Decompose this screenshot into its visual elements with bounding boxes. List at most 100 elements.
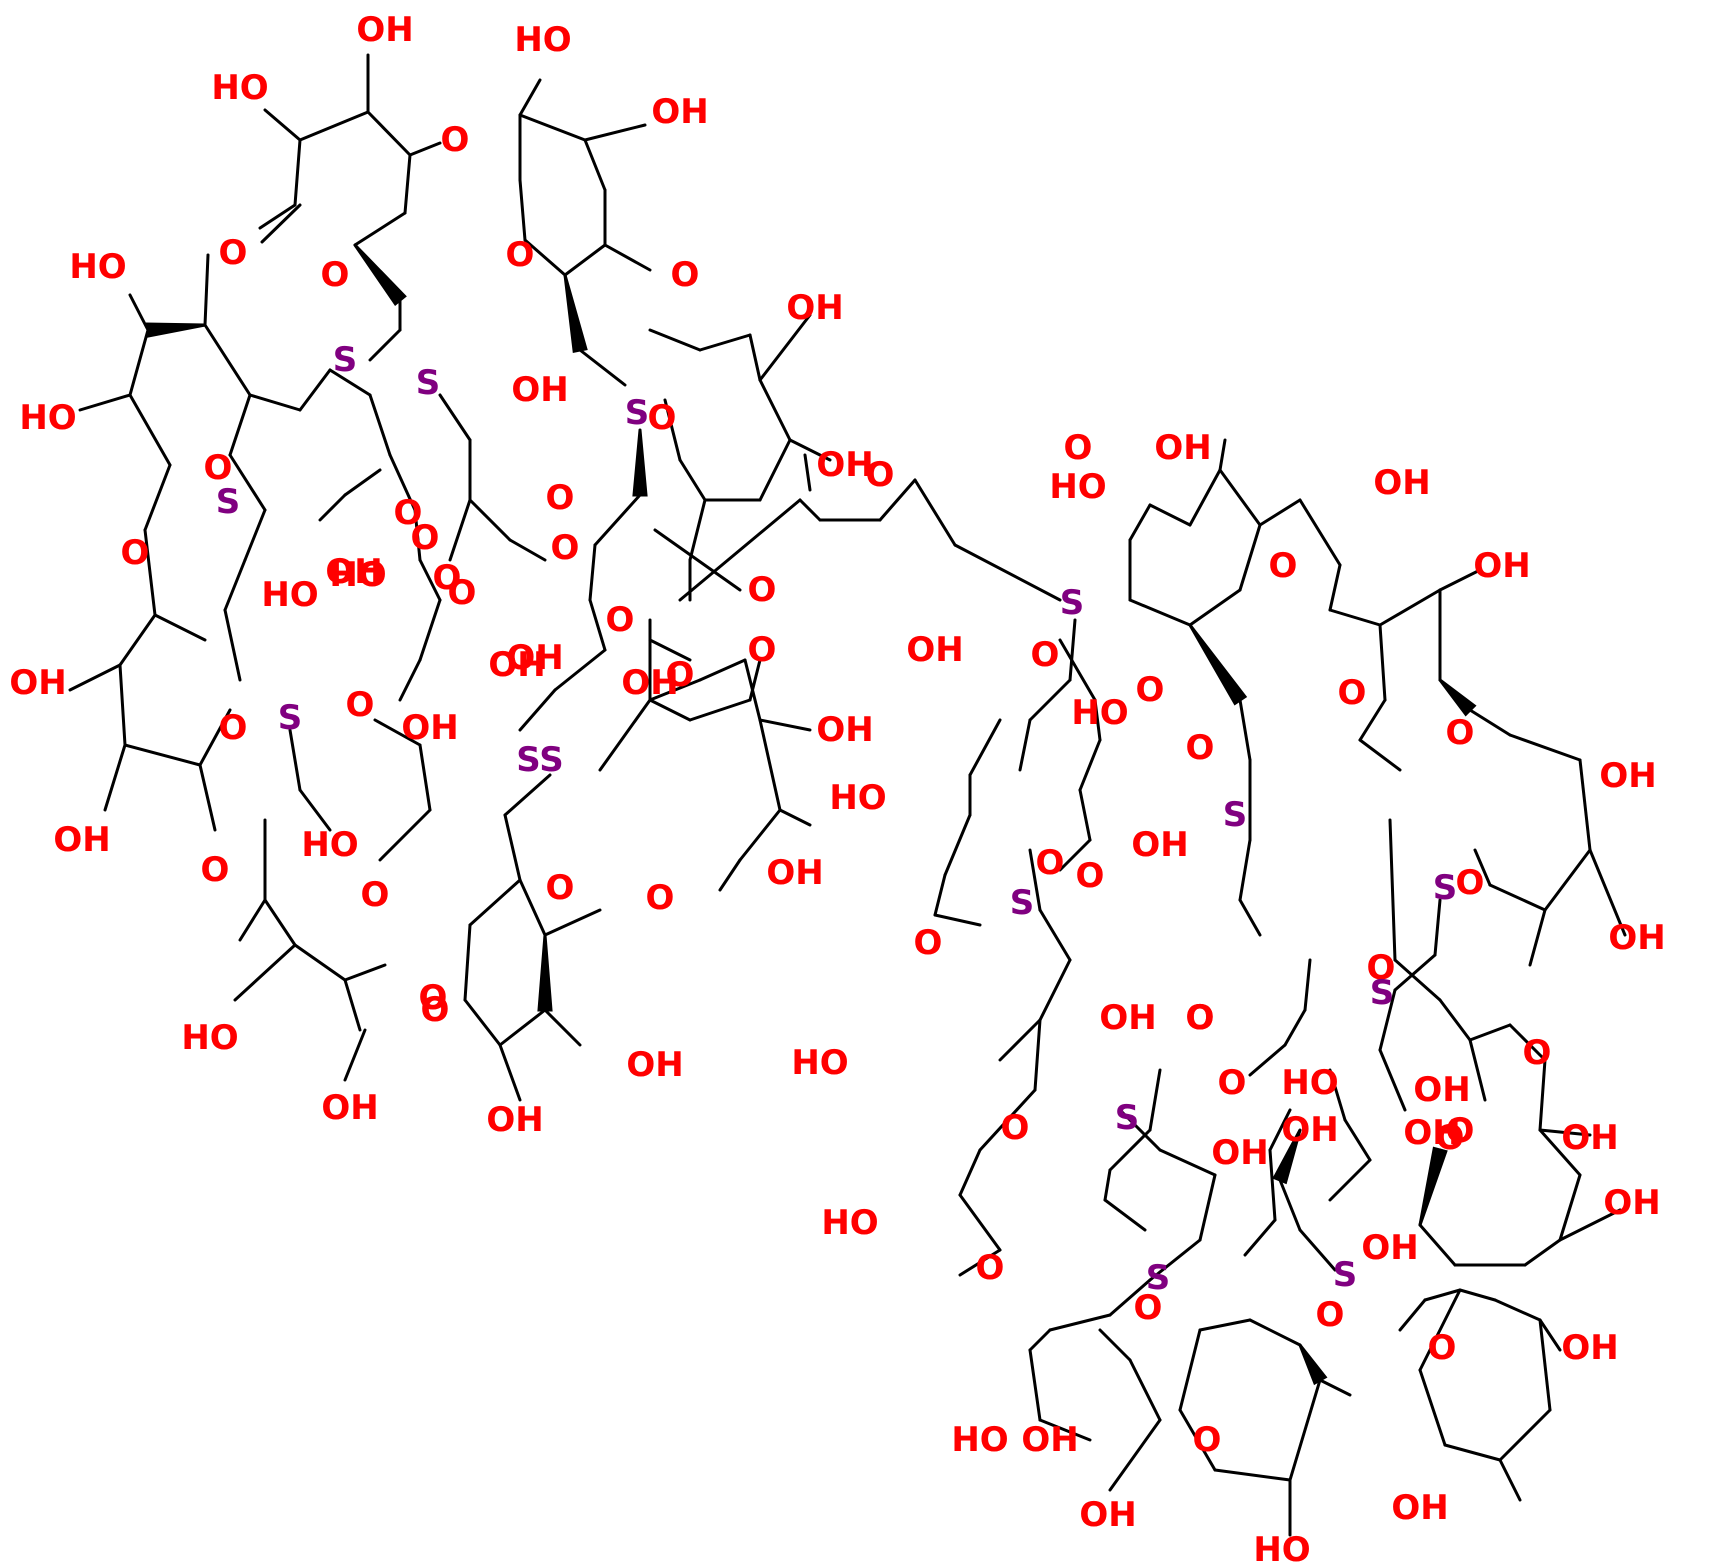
bond-line	[1128, 598, 1192, 627]
bond-line	[588, 543, 597, 602]
bond-line	[1198, 1173, 1217, 1242]
bond-line	[758, 438, 792, 502]
sulfur-atom-label: S	[333, 340, 358, 380]
bond-line	[913, 478, 957, 547]
bond-line	[298, 110, 370, 142]
oxygen-atom-label: OH	[1413, 1070, 1470, 1110]
bond-line	[1433, 898, 1442, 957]
wedge-bond	[1438, 678, 1477, 717]
oxygen-atom-label: O	[1001, 1108, 1030, 1148]
sulfur-atom-label: S	[1010, 883, 1035, 923]
bond-line	[543, 1008, 582, 1047]
bond-line	[1328, 1068, 1347, 1122]
oxygen-atom-label: OH	[511, 370, 568, 410]
bond-line	[118, 613, 157, 667]
bond-line	[298, 788, 332, 832]
wedge-bond	[1298, 1344, 1328, 1386]
bond-line	[1148, 503, 1192, 527]
bond-line	[498, 1043, 522, 1102]
bond-line	[373, 718, 422, 747]
oxygen-atom-label: OH	[626, 1045, 683, 1085]
bond-line	[1198, 1318, 1252, 1332]
bond-line	[1438, 998, 1472, 1042]
oxygen-atom-label: O	[1136, 670, 1165, 710]
oxygen-atom-label: O	[421, 990, 450, 1030]
oxygen-atom-label: O	[201, 850, 230, 890]
bond-line	[418, 743, 432, 812]
oxygen-atom-label: OH	[621, 663, 678, 703]
bond-line	[378, 808, 432, 862]
bond-line	[1508, 1023, 1547, 1062]
bond-line	[343, 1028, 367, 1082]
bond-line	[653, 528, 742, 592]
bond-line	[758, 378, 792, 442]
oxygen-atom-label: OH	[53, 820, 110, 860]
oxygen-atom-label: OH	[1599, 756, 1656, 796]
bond-line	[958, 1148, 982, 1197]
bond-line	[978, 1088, 1037, 1152]
bond-line	[1498, 1408, 1552, 1462]
bond-line	[1488, 883, 1547, 912]
sulfur-atom-label: S	[1115, 1098, 1140, 1138]
oxygen-atom-label: OH	[1373, 463, 1430, 503]
bond-line	[463, 998, 502, 1047]
bond-line	[553, 648, 607, 692]
bond-line	[503, 813, 522, 882]
bond-line	[143, 463, 172, 532]
bond-line	[153, 613, 207, 642]
bond-line	[583, 123, 647, 142]
sulfur-atom-label: S	[1146, 1258, 1171, 1298]
sulfur-atom-label: S	[1433, 868, 1458, 908]
bond-line	[223, 608, 242, 682]
bond-line	[1588, 848, 1627, 937]
oxygen-atom-label: O	[204, 448, 233, 488]
bond-line	[953, 543, 1062, 602]
bond-line	[1493, 1298, 1542, 1322]
bond-line	[343, 468, 382, 497]
oxygen-atom-label: OH	[786, 288, 843, 328]
oxygen-atom-label: O	[1316, 1295, 1345, 1335]
oxygen-atom-label: HO	[951, 1420, 1008, 1460]
bond-line	[1218, 438, 1227, 472]
oxygen-atom-label: O	[1446, 1111, 1475, 1151]
bond-line	[203, 323, 252, 397]
bond-line	[293, 138, 302, 207]
bond-line	[1458, 1288, 1497, 1302]
oxygen-atom-label: O	[648, 398, 677, 438]
bond-line	[1543, 848, 1592, 912]
oxygen-atom-label: O	[1367, 948, 1396, 988]
bond-line	[1378, 988, 1397, 1052]
oxygen-atom-label: O	[1076, 856, 1105, 896]
oxygen-atom-label: O	[1436, 1118, 1465, 1158]
bond-line	[1498, 1458, 1522, 1502]
bond-line	[1468, 1038, 1487, 1102]
bond-line	[738, 808, 782, 862]
bond-line	[1538, 1128, 1592, 1137]
sulfur-atom-label: S	[1370, 973, 1395, 1013]
bond-line	[258, 203, 297, 230]
sulfur-atom-label: S	[416, 363, 441, 403]
bond-line	[103, 743, 127, 812]
bond-line	[1578, 758, 1592, 852]
oxygen-atom-label: O	[1134, 1288, 1163, 1328]
oxygen-atom-label: OH	[321, 1088, 378, 1128]
bond-line	[498, 1008, 547, 1047]
bond-line	[1358, 738, 1402, 772]
oxygen-atom-label: HO	[329, 555, 386, 595]
oxygen-atom-label: O	[666, 655, 695, 695]
bond-line	[1178, 1408, 1217, 1472]
bond-line	[518, 878, 547, 937]
bond-line	[1028, 1328, 1052, 1352]
oxygen-atom-label: HO	[181, 1018, 238, 1058]
bond-line	[758, 718, 812, 732]
oxygen-atom-label: OH	[1131, 825, 1188, 865]
bond-line	[648, 328, 702, 352]
bond-line	[1538, 1318, 1562, 1352]
bond-line	[1108, 1278, 1152, 1317]
bond-line	[1393, 958, 1442, 1002]
oxygen-atom-label: OH	[356, 10, 413, 50]
oxygen-atom-label: OH	[1473, 546, 1530, 586]
bond-line	[688, 698, 752, 722]
bond-line	[438, 393, 472, 442]
